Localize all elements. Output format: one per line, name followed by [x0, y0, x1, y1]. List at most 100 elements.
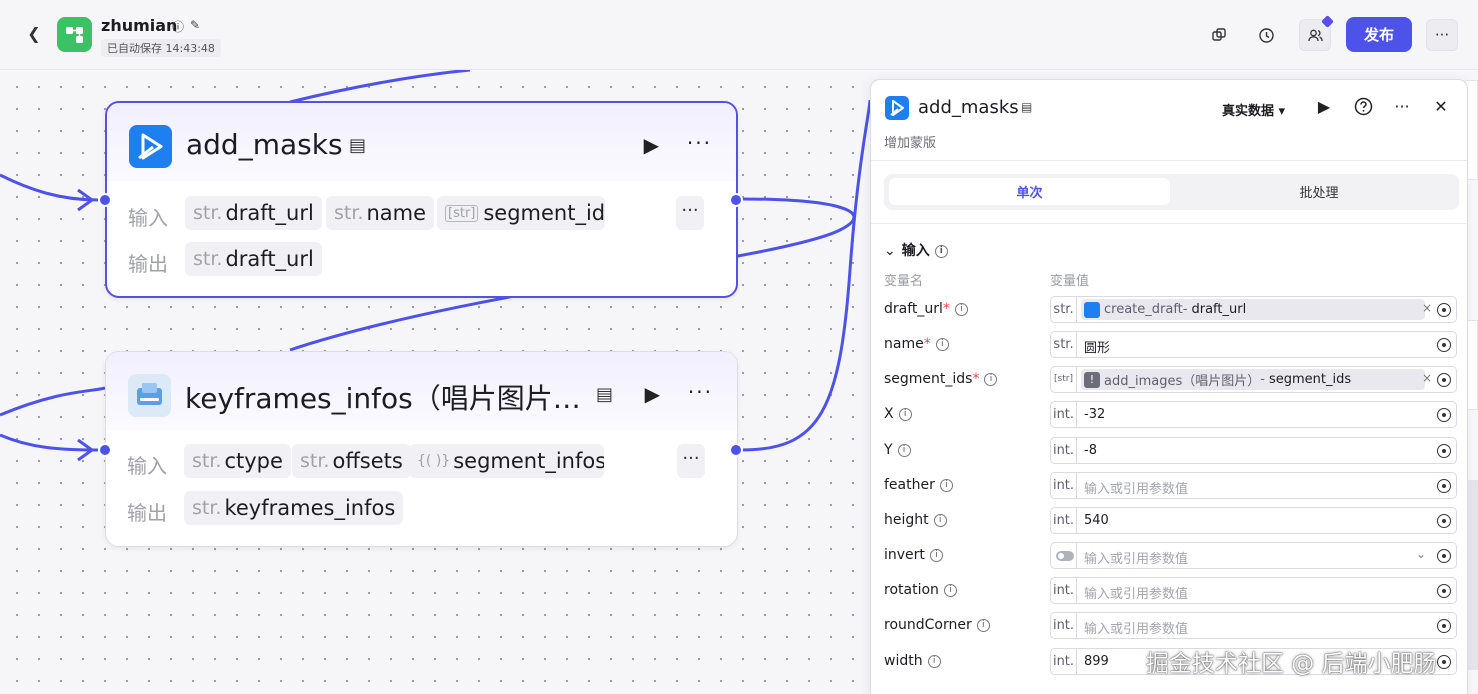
info-icon[interactable]: i [927, 654, 941, 668]
connection-lines [0, 70, 870, 462]
edit-icon[interactable]: ✎ [190, 18, 201, 32]
output-port[interactable] [729, 443, 743, 457]
info-icon[interactable]: i [935, 337, 949, 351]
reference-target-icon[interactable] [1437, 338, 1451, 352]
publish-button[interactable]: 发布 [1346, 17, 1412, 52]
param-value-field[interactable]: int. 输入或引用参数值 [1050, 612, 1457, 639]
param-value[interactable]: 圆形 [1084, 341, 1111, 356]
node-config-panel: add_masks ▤ 增加蒙版 真实数据 ▾ ▶ ··· ✕ 单次 批处理 ⌄… [870, 79, 1468, 694]
param-value-field[interactable]: int. 899 [1050, 648, 1457, 675]
reference-target-icon[interactable] [1437, 408, 1451, 422]
param-placeholder[interactable]: 输入或引用参数值 [1084, 622, 1189, 637]
input-port[interactable] [98, 443, 112, 457]
reference-chip[interactable]: !add_images（唱片图片） -segment_ids [1081, 369, 1425, 390]
info-icon[interactable]: i [933, 513, 947, 527]
node-add-masks[interactable]: add_masks ▤ ▶ ··· 输入 str.draft_url str.n… [105, 101, 738, 298]
param-value[interactable]: -8 [1084, 443, 1097, 458]
param-value[interactable]: 899 [1084, 654, 1109, 669]
reference-target-icon[interactable] [1437, 619, 1451, 633]
more-icon[interactable]: ··· [1394, 97, 1410, 116]
divider [871, 160, 1467, 161]
param-value-field[interactable]: int. 输入或引用参数值 [1050, 472, 1457, 499]
output-port[interactable] [729, 193, 743, 207]
info-icon[interactable]: i [934, 244, 948, 258]
param-placeholder[interactable]: 输入或引用参数值 [1084, 482, 1189, 497]
reference-target-icon[interactable] [1437, 303, 1451, 317]
node-more-icon[interactable]: ··· [686, 131, 712, 155]
info-icon[interactable]: i [939, 478, 953, 492]
param-value-field[interactable]: [str] !add_images（唱片图片） -segment_ids × [1050, 366, 1457, 393]
param-value-field[interactable]: int. -8 [1050, 437, 1457, 464]
workflow-canvas[interactable]: add_masks ▤ ▶ ··· 输入 str.draft_url str.n… [0, 70, 870, 694]
input-port[interactable] [98, 193, 112, 207]
more-inputs-button[interactable]: ··· [677, 444, 705, 478]
chevron-left-icon[interactable]: ❮ [27, 24, 41, 43]
param-value-field[interactable]: 输入或引用参数值 ⌄ [1050, 542, 1457, 569]
tab-single[interactable]: 单次 [889, 178, 1170, 205]
reference-target-icon[interactable] [1437, 514, 1451, 528]
param-value-field[interactable]: int. 输入或引用参数值 [1050, 577, 1457, 604]
info-icon[interactable]: i [897, 443, 911, 457]
reference-target-icon[interactable] [1437, 584, 1451, 598]
param-placeholder[interactable]: 输入或引用参数值 [1084, 587, 1189, 602]
reference-target-icon[interactable] [1437, 549, 1451, 563]
close-icon[interactable]: ✕ [1434, 97, 1448, 116]
reference-target-icon[interactable] [1437, 479, 1451, 493]
reference-target-icon[interactable] [1437, 655, 1451, 669]
run-icon[interactable]: ▶ [1317, 97, 1331, 116]
info-icon[interactable]: i [898, 407, 912, 421]
input-label: 输入 [127, 454, 167, 478]
clear-icon[interactable]: × [1422, 371, 1433, 385]
tab-batch[interactable]: 批处理 [1299, 186, 1339, 201]
clear-icon[interactable]: × [1422, 301, 1433, 315]
info-icon[interactable]: ⓘ [172, 20, 185, 34]
param-value[interactable]: 540 [1084, 513, 1109, 528]
connection-line [0, 173, 99, 202]
users-icon [1307, 29, 1323, 41]
param-value-field[interactable]: str. 圆形 [1050, 331, 1457, 358]
info-icon[interactable]: i [954, 302, 968, 316]
info-icon[interactable]: i [976, 618, 990, 632]
param-placeholder[interactable]: 输入或引用参数值 [1084, 552, 1189, 567]
input-tag: [str]segment_ids [437, 196, 605, 230]
store-icon: ▤ [1021, 100, 1033, 114]
chevron-down-icon[interactable]: ⌄ [1416, 547, 1427, 561]
param-value[interactable]: -32 [1084, 407, 1106, 422]
param-value-field[interactable]: int. 540 [1050, 507, 1457, 534]
reference-chip[interactable]: create_draft -draft_url [1081, 299, 1425, 320]
column-header-name: 变量名 [884, 274, 924, 289]
param-value-field[interactable]: int. -32 [1050, 401, 1457, 428]
node-more-icon[interactable]: ··· [687, 380, 713, 404]
info-icon[interactable]: i [943, 583, 957, 597]
app-name: zhumian [101, 16, 178, 35]
param-value-field[interactable]: str. create_draft -draft_url × [1050, 296, 1457, 323]
help-icon[interactable] [1351, 97, 1375, 120]
top-bar: ❮ zhumian ⓘ ✎ 已自动保存 14:43:48 发布 ··· [0, 0, 1478, 70]
type-badge: int. [1051, 438, 1077, 463]
toggle-icon [1056, 551, 1074, 561]
data-mode-select[interactable]: 真实数据 ▾ [1222, 104, 1286, 119]
input-tag: str.ctype [184, 444, 291, 478]
info-icon[interactable]: i [929, 548, 943, 562]
reference-target-icon[interactable] [1437, 373, 1451, 387]
type-badge: str. [1051, 297, 1077, 322]
run-icon[interactable]: ▶ [643, 133, 659, 157]
more-inputs-button[interactable]: ··· [676, 196, 704, 230]
reference-target-icon[interactable] [1437, 444, 1451, 458]
history-icon[interactable] [1250, 19, 1282, 51]
run-icon[interactable]: ▶ [644, 382, 660, 406]
more-icon[interactable]: ··· [1426, 19, 1458, 51]
node-title: add_masks [186, 128, 343, 161]
type-badge: int. [1051, 508, 1077, 533]
copy-icon[interactable] [1203, 19, 1235, 51]
info-icon[interactable]: i [984, 372, 998, 386]
collaborators-button[interactable] [1299, 15, 1334, 51]
node-keyframes-infos[interactable]: keyframes_infos（唱片图片… ▤ ▶ ··· 输入 str.cty… [105, 351, 738, 547]
